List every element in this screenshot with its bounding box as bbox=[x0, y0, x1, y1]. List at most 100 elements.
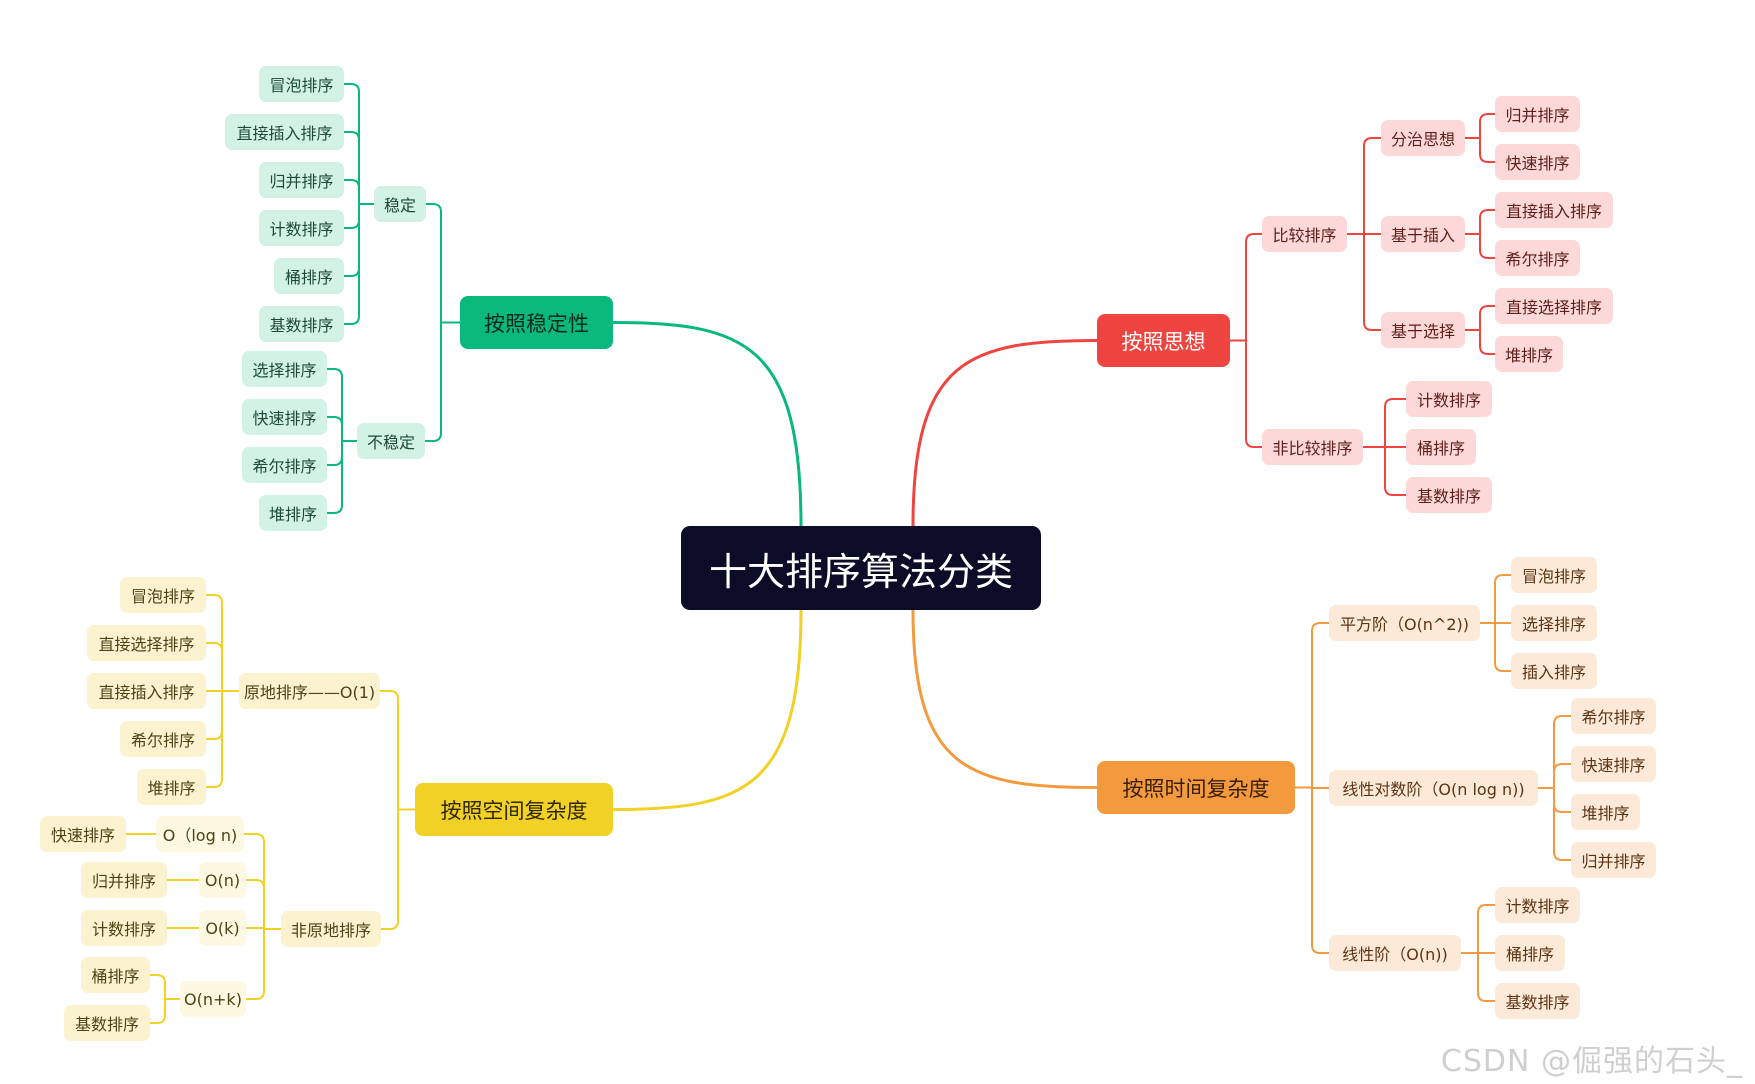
connector-line bbox=[911, 339, 1099, 528]
connector-line bbox=[1245, 233, 1263, 342]
subtopic-noncomparison[interactable]: 非比较排序 bbox=[1262, 429, 1363, 465]
connector-line bbox=[1479, 329, 1496, 355]
connector-line bbox=[1479, 233, 1496, 259]
quadratic-item-bubble[interactable]: 冒泡排序 bbox=[1511, 557, 1597, 593]
connector-line bbox=[1553, 787, 1572, 813]
group-o-n[interactable]: O(n) bbox=[199, 862, 246, 898]
inplace-item-shell[interactable]: 希尔排序 bbox=[120, 721, 206, 757]
connector-line bbox=[1245, 339, 1263, 448]
stable-item-bubble[interactable]: 冒泡排序 bbox=[259, 66, 344, 102]
connector-line bbox=[326, 440, 343, 514]
unstable-item-quick[interactable]: 快速排序 bbox=[242, 399, 327, 435]
logn-item-quick[interactable]: 快速排序 bbox=[40, 816, 126, 852]
connector-line bbox=[1553, 715, 1572, 789]
linear-item-bucket[interactable]: 桶排序 bbox=[1495, 935, 1565, 971]
noncompare-item-bucket[interactable]: 桶排序 bbox=[1406, 429, 1476, 465]
noncompare-item-counting[interactable]: 计数排序 bbox=[1406, 381, 1492, 417]
nlogn-item-quick[interactable]: 快速排序 bbox=[1571, 746, 1656, 782]
group-divide-conquer[interactable]: 分治思想 bbox=[1381, 120, 1465, 156]
quadratic-item-selection[interactable]: 选择排序 bbox=[1511, 605, 1597, 641]
linear-item-counting[interactable]: 计数排序 bbox=[1495, 887, 1580, 923]
subtopic-unstable[interactable]: 不稳定 bbox=[357, 423, 425, 459]
connector-line bbox=[1553, 763, 1572, 789]
connector-line bbox=[1494, 574, 1512, 624]
select-item-heap[interactable]: 堆排序 bbox=[1495, 336, 1563, 372]
nlogn-item-heap[interactable]: 堆排序 bbox=[1571, 794, 1640, 830]
root-topic[interactable]: 十大排序算法分类 bbox=[681, 526, 1041, 610]
topic-space-complexity[interactable]: 按照空间复杂度 bbox=[415, 783, 613, 836]
stable-item-merge[interactable]: 归并排序 bbox=[259, 162, 344, 198]
connector-line bbox=[1363, 233, 1382, 331]
group-o-log-n[interactable]: O（log n) bbox=[156, 816, 244, 852]
connector-line bbox=[1384, 446, 1407, 496]
topic-idea[interactable]: 按照思想 bbox=[1097, 314, 1230, 367]
inplace-item-selection[interactable]: 直接选择排序 bbox=[87, 625, 206, 661]
unstable-item-shell[interactable]: 希尔排序 bbox=[242, 447, 327, 483]
connector-line bbox=[205, 642, 223, 692]
topic-time-complexity[interactable]: 按照时间复杂度 bbox=[1097, 761, 1295, 814]
connector-line bbox=[205, 690, 223, 740]
connector-line bbox=[343, 83, 360, 205]
group-insertion-based[interactable]: 基于插入 bbox=[1381, 216, 1465, 252]
watermark-text: CSDN @倔强的石头_ bbox=[1440, 1044, 1743, 1079]
n-item-merge[interactable]: 归并排序 bbox=[81, 862, 167, 898]
connector-line bbox=[149, 998, 166, 1024]
nk-item-radix[interactable]: 基数排序 bbox=[64, 1005, 150, 1041]
noncompare-item-radix[interactable]: 基数排序 bbox=[1406, 477, 1492, 513]
quadratic-item-insertion[interactable]: 插入排序 bbox=[1511, 653, 1597, 689]
connector-line bbox=[380, 808, 399, 930]
unstable-item-heap[interactable]: 堆排序 bbox=[259, 495, 327, 531]
nlogn-item-shell[interactable]: 希尔排序 bbox=[1571, 698, 1656, 734]
subtopic-not-in-place[interactable]: 非原地排序 bbox=[281, 911, 381, 947]
select-item-selection[interactable]: 直接选择排序 bbox=[1495, 288, 1613, 324]
subtopic-n-log-n[interactable]: 线性对数阶（O(n log n)) bbox=[1329, 770, 1538, 806]
connector-line bbox=[379, 690, 399, 811]
inplace-item-insertion[interactable]: 直接插入排序 bbox=[87, 673, 206, 709]
connector-line bbox=[205, 690, 223, 788]
unstable-item-selection[interactable]: 选择排序 bbox=[242, 351, 327, 387]
inplace-item-bubble[interactable]: 冒泡排序 bbox=[120, 577, 206, 613]
group-o-n-plus-k[interactable]: O(n+k) bbox=[180, 981, 246, 1017]
subtopic-quadratic[interactable]: 平方阶（O(n^2)) bbox=[1329, 605, 1480, 641]
group-selection-based[interactable]: 基于选择 bbox=[1381, 312, 1465, 348]
connector-line bbox=[243, 833, 265, 930]
stable-item-insertion[interactable]: 直接插入排序 bbox=[225, 114, 344, 150]
connector-line bbox=[1477, 952, 1496, 1002]
nlogn-item-merge[interactable]: 归并排序 bbox=[1571, 842, 1656, 878]
connector-line bbox=[205, 594, 223, 692]
connector-line bbox=[326, 368, 343, 442]
connector-line bbox=[1311, 786, 1330, 954]
connector-line bbox=[245, 879, 265, 930]
connector-line bbox=[1477, 904, 1496, 954]
group-o-k[interactable]: O(k) bbox=[199, 910, 246, 946]
topic-stability[interactable]: 按照稳定性 bbox=[460, 296, 613, 349]
stable-item-counting[interactable]: 计数排序 bbox=[259, 210, 344, 246]
divide-item-merge[interactable]: 归并排序 bbox=[1495, 96, 1580, 132]
connector-line bbox=[1311, 622, 1330, 789]
subtopic-stable[interactable]: 稳定 bbox=[374, 186, 426, 222]
nk-item-bucket[interactable]: 桶排序 bbox=[81, 957, 150, 993]
subtopic-linear[interactable]: 线性阶（O(n)) bbox=[1329, 935, 1461, 971]
connector-line bbox=[326, 440, 343, 466]
connector-line bbox=[424, 321, 442, 442]
connector-line bbox=[1479, 209, 1496, 235]
connector-line bbox=[343, 203, 360, 277]
connector-line bbox=[911, 608, 1099, 789]
subtopic-comparison[interactable]: 比较排序 bbox=[1262, 216, 1347, 252]
k-item-counting[interactable]: 计数排序 bbox=[81, 910, 167, 946]
subtopic-in-place[interactable]: 原地排序——O(1) bbox=[239, 673, 380, 709]
connector-line bbox=[245, 928, 265, 1000]
connector-line bbox=[611, 608, 803, 811]
insert-item-shell[interactable]: 希尔排序 bbox=[1495, 240, 1580, 276]
stable-item-radix[interactable]: 基数排序 bbox=[259, 306, 344, 342]
divide-item-quick[interactable]: 快速排序 bbox=[1495, 144, 1580, 180]
connector-line bbox=[326, 416, 343, 442]
connector-line bbox=[1479, 113, 1496, 139]
connector-line bbox=[343, 131, 360, 205]
stable-item-bucket[interactable]: 桶排序 bbox=[274, 258, 344, 294]
connector-line bbox=[611, 321, 803, 528]
insert-item-insertion[interactable]: 直接插入排序 bbox=[1495, 192, 1613, 228]
linear-item-radix[interactable]: 基数排序 bbox=[1495, 983, 1580, 1019]
inplace-item-heap[interactable]: 堆排序 bbox=[137, 769, 206, 805]
